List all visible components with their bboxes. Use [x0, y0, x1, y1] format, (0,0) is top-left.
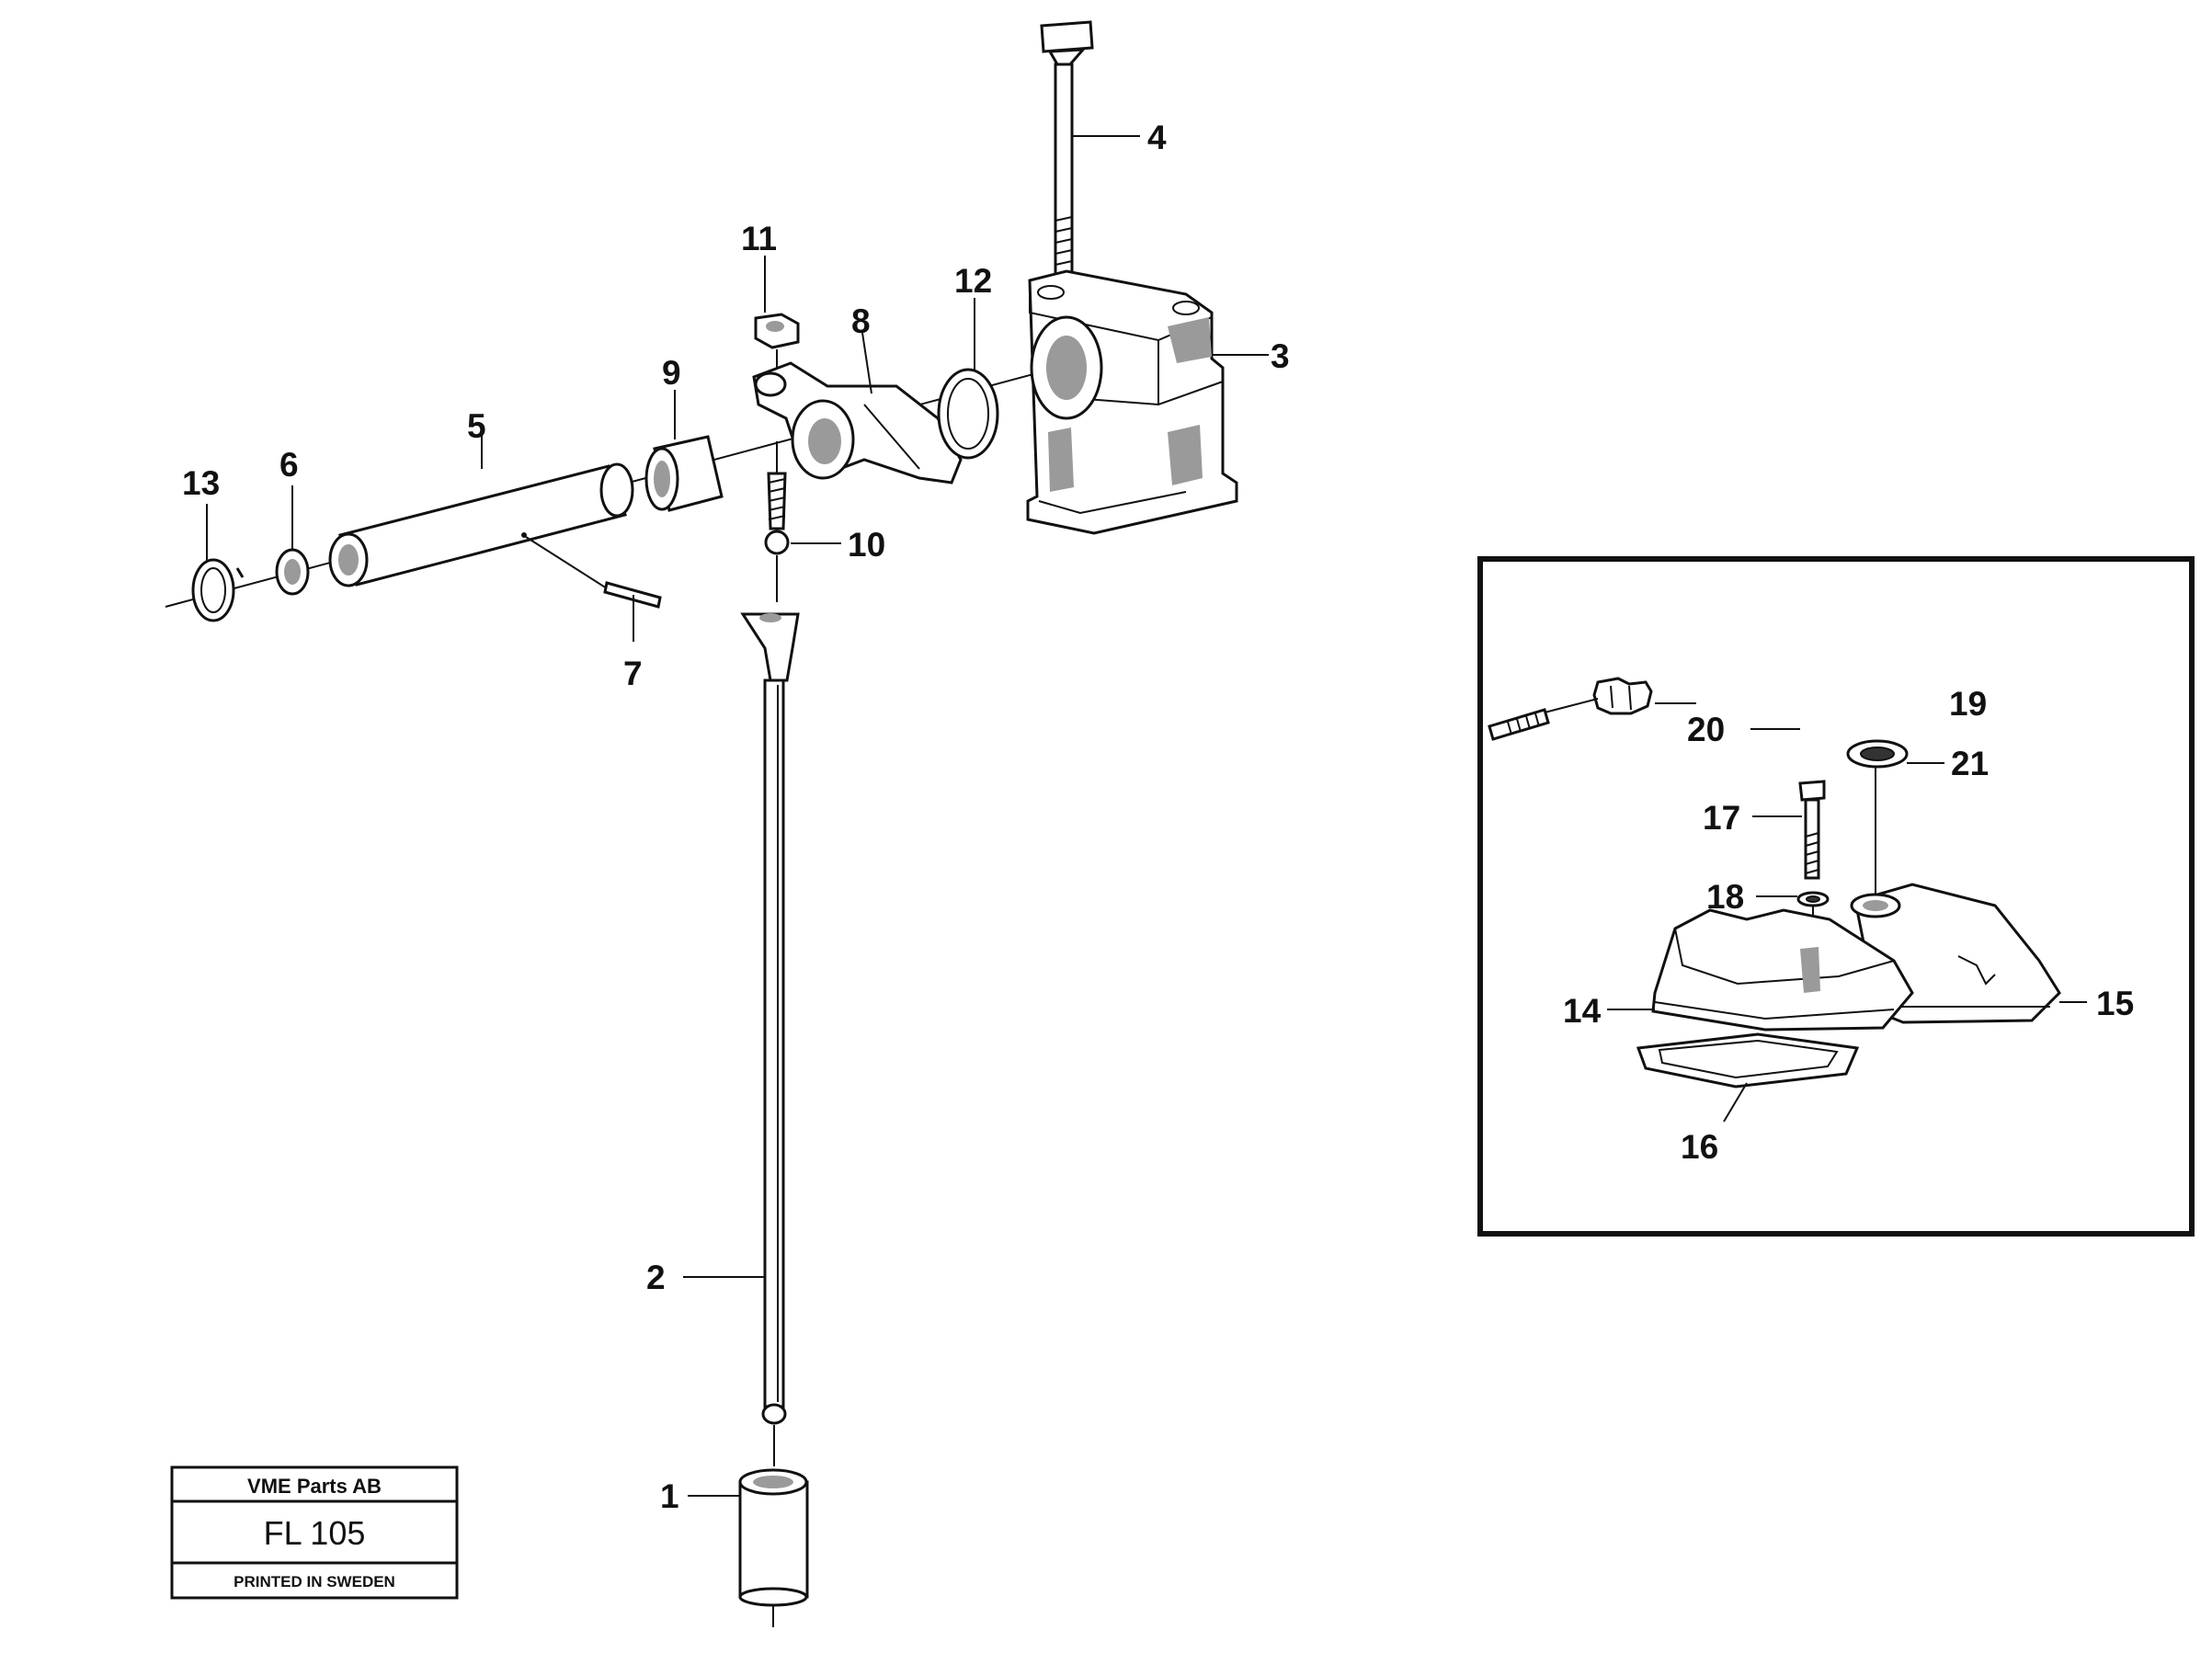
part-10-adjusting-screw: [764, 441, 790, 555]
label-19: 19: [1949, 685, 1987, 723]
label-17: 17: [1703, 799, 1740, 837]
part-19-knob: [1592, 677, 1653, 715]
part-6-washer: [275, 548, 310, 596]
label-10: 10: [848, 526, 885, 564]
part-14-cover: [1651, 908, 1914, 1032]
label-13: 13: [182, 464, 220, 502]
title-code: FL 105: [264, 1514, 366, 1552]
part-13-circlip: [191, 558, 245, 622]
part-2-push-rod: [740, 612, 800, 1425]
label-7: 7: [623, 655, 643, 692]
label-20: 20: [1687, 711, 1725, 748]
title-company: VME Parts AB: [247, 1475, 382, 1498]
title-printed: PRINTED IN SWEDEN: [234, 1573, 395, 1590]
label-5: 5: [467, 407, 486, 445]
part-4-bolt: [1040, 20, 1094, 296]
label-14: 14: [1563, 992, 1602, 1030]
part-20-screw: [1488, 698, 1599, 741]
label-12: 12: [954, 262, 992, 300]
part-21-washer: [1846, 739, 1909, 769]
label-15: 15: [2096, 985, 2134, 1022]
inset-frame: [1477, 556, 2195, 1237]
label-9: 9: [662, 354, 681, 392]
part-16-gasket: [1636, 1032, 1860, 1089]
label-3: 3: [1271, 337, 1290, 375]
label-4: 4: [1147, 119, 1167, 156]
label-1: 1: [660, 1477, 679, 1515]
part-5-rocker-shaft: [328, 462, 634, 587]
label-8: 8: [851, 302, 871, 340]
label-6: 6: [279, 446, 299, 484]
label-2: 2: [646, 1259, 666, 1296]
part-8-rocker-arm: [752, 361, 963, 484]
part-12-o-ring: [937, 368, 999, 460]
part-11-lock-nut: [754, 313, 800, 349]
part-18-washer: [1796, 891, 1830, 907]
label-11: 11: [741, 220, 777, 257]
part-17-bolt: [1798, 780, 1826, 880]
leader-lines-inset: [1607, 702, 2087, 1123]
part-9-bushing: [644, 435, 724, 512]
title-block: VME Parts AB FL 105 PRINTED IN SWEDEN: [170, 1465, 459, 1600]
label-21: 21: [1951, 745, 1989, 782]
leader-lines-main: [206, 135, 1269, 1497]
part-7-pin: [525, 536, 662, 609]
part-1-tappet: [738, 1468, 809, 1607]
part-labels: 1 2 3 4 5 6 7 8 9 10 11 12 13 14 15 16 1…: [182, 119, 2134, 1515]
label-18: 18: [1706, 878, 1744, 916]
part-3-rocker-bracket: [1026, 269, 1238, 535]
label-16: 16: [1681, 1128, 1718, 1166]
